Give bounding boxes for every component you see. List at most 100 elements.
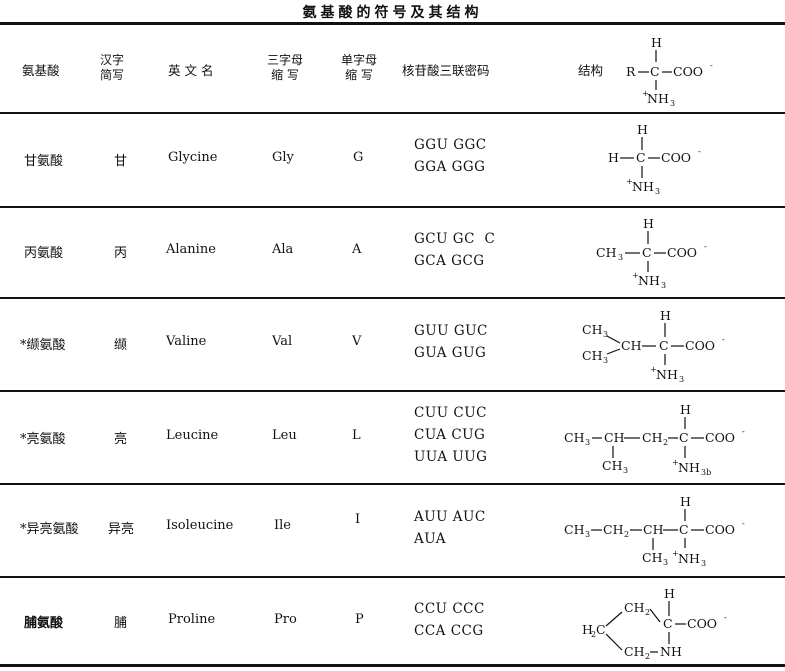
row-valine-cn: 缬 — [114, 338, 128, 353]
row-leucine-name: *亮氨酸 — [20, 432, 66, 447]
codon-line: GCU GC C — [414, 231, 496, 247]
charge-minus: - — [704, 242, 707, 251]
amino-group: NH — [656, 367, 678, 382]
header-cn-abbr-line2: 简写 — [99, 68, 124, 82]
row-proline-name: 脯氨酸 — [24, 616, 64, 631]
methyl-ch: CH — [564, 430, 585, 445]
row-proline-one: P — [355, 612, 364, 627]
codon-line: AUA — [414, 531, 446, 547]
bond — [606, 348, 621, 355]
codon-line: AUU AUC — [414, 509, 486, 525]
row-proline-cn: 脯 — [114, 616, 128, 631]
methyl-ch: CH — [564, 522, 585, 537]
row-alanine-name: 丙氨酸 — [24, 246, 64, 261]
charge-minus: - — [742, 427, 745, 436]
atom-c: C — [663, 616, 673, 631]
header-one-letter-line2: 缩 写 — [345, 68, 373, 82]
header-amino-acid: 氨基酸 — [22, 63, 60, 78]
header-cn-abbr: 汉字 简写 — [96, 53, 128, 83]
row-isoleucine-en: Isoleucine — [166, 518, 234, 533]
methyl-ch: CH — [602, 458, 623, 473]
row-isoleucine-one: I — [355, 512, 361, 527]
charge-minus: - — [724, 613, 727, 622]
codon-line: CCU CCC — [414, 601, 485, 617]
subscript-3: 3 — [618, 253, 623, 262]
bond — [605, 611, 623, 627]
subscript-2: 2 — [624, 530, 629, 539]
charge-plus: + — [642, 89, 649, 98]
ring-h2c-c: C — [596, 622, 606, 637]
row-leucine-codons: CUU CUC CUA CUG UUA UUG — [414, 402, 487, 468]
charge-plus: + — [632, 271, 639, 280]
subscript-2: 2 — [663, 438, 668, 447]
row-glycine-en: Glycine — [168, 150, 218, 165]
subscript-3: 3 — [661, 281, 666, 290]
row-leucine-three: Leu — [272, 428, 297, 443]
atom-c: C — [679, 430, 689, 445]
ring-ch: CH — [624, 644, 645, 659]
methyl-ch: CH — [582, 322, 603, 337]
charge-minus: - — [710, 61, 713, 70]
row-divider — [0, 112, 785, 114]
row-divider — [0, 206, 785, 208]
row-alanine-three: Ala — [272, 242, 294, 257]
row-glycine-three: Gly — [272, 150, 294, 165]
atom-h: H — [664, 586, 675, 601]
row-glycine-name: 甘氨酸 — [24, 154, 64, 169]
charge-plus: + — [626, 177, 633, 186]
ring-nh: NH — [660, 644, 682, 659]
row-valine-codons: GUU GUC GUA GUG — [414, 320, 488, 364]
glycine-structure: H H C COO - + NH 3 — [608, 122, 701, 196]
atom-c: C — [659, 338, 669, 353]
codon-line: UUA UUG — [414, 449, 488, 465]
subscript-3: 3 — [585, 530, 590, 539]
charge-minus: - — [742, 519, 745, 528]
row-proline-three: Pro — [274, 612, 297, 627]
row-isoleucine-cn: 异亮 — [108, 522, 135, 537]
bond — [605, 633, 623, 651]
alanine-structure: H CH 3 C COO - + NH 3 — [596, 216, 707, 290]
bond — [649, 608, 661, 623]
charge-minus: - — [722, 335, 725, 344]
header-structure-formula: H R C COO - + NH 3 — [626, 35, 713, 108]
row-divider — [0, 576, 785, 578]
subscript-3b: 3b — [701, 468, 711, 477]
carboxylate: COO — [705, 430, 735, 445]
carboxylate: COO — [687, 616, 717, 631]
header-three-letter-line1: 三字母 — [266, 53, 303, 67]
methine-ch: CH — [621, 338, 642, 353]
charge-minus: - — [698, 147, 701, 156]
header-cn-abbr-line1: 汉字 — [99, 53, 124, 67]
valine-structure: CH 3 CH 3 CH H C COO - + NH 3 — [582, 308, 725, 384]
amino-group: NH — [647, 91, 669, 106]
codon-line: CUA CUG — [414, 427, 486, 443]
bond — [606, 335, 621, 344]
row-divider — [0, 483, 785, 485]
subscript-3: 3 — [603, 356, 608, 365]
isoleucine-structure: CH 3 CH 2 CH CH 3 H C COO - + NH 3 — [564, 494, 745, 568]
table-title: 氨基酸的符号及其结构 — [302, 5, 483, 21]
atom-h: H — [643, 216, 654, 231]
header-en-name: 英 文 名 — [168, 63, 214, 78]
row-divider — [0, 297, 785, 299]
codon-line: GUU GUC — [414, 323, 488, 339]
subscript-3: 3 — [623, 466, 628, 475]
row-glycine-one: G — [353, 150, 364, 165]
subscript-2: 2 — [591, 630, 596, 639]
methylene-ch: CH — [603, 522, 624, 537]
row-proline-codons: CCU CCC CCA CCG — [414, 598, 485, 642]
ring-ch: CH — [624, 600, 645, 615]
carboxylate: COO — [685, 338, 715, 353]
subscript-3: 3 — [603, 330, 608, 339]
atom-h: H — [660, 308, 671, 323]
atom-r: R — [626, 64, 636, 79]
row-valine-en: Valine — [166, 334, 207, 349]
codon-line: GGA GGG — [414, 159, 486, 175]
row-isoleucine-three: Ile — [274, 518, 291, 533]
row-glycine-cn: 甘 — [114, 154, 128, 169]
carboxylate: COO — [673, 64, 703, 79]
atom-h: H — [637, 122, 648, 137]
row-alanine-cn: 丙 — [114, 246, 128, 261]
amino-group: NH — [638, 273, 660, 288]
header-one-letter: 单字母 缩 写 — [336, 53, 382, 83]
